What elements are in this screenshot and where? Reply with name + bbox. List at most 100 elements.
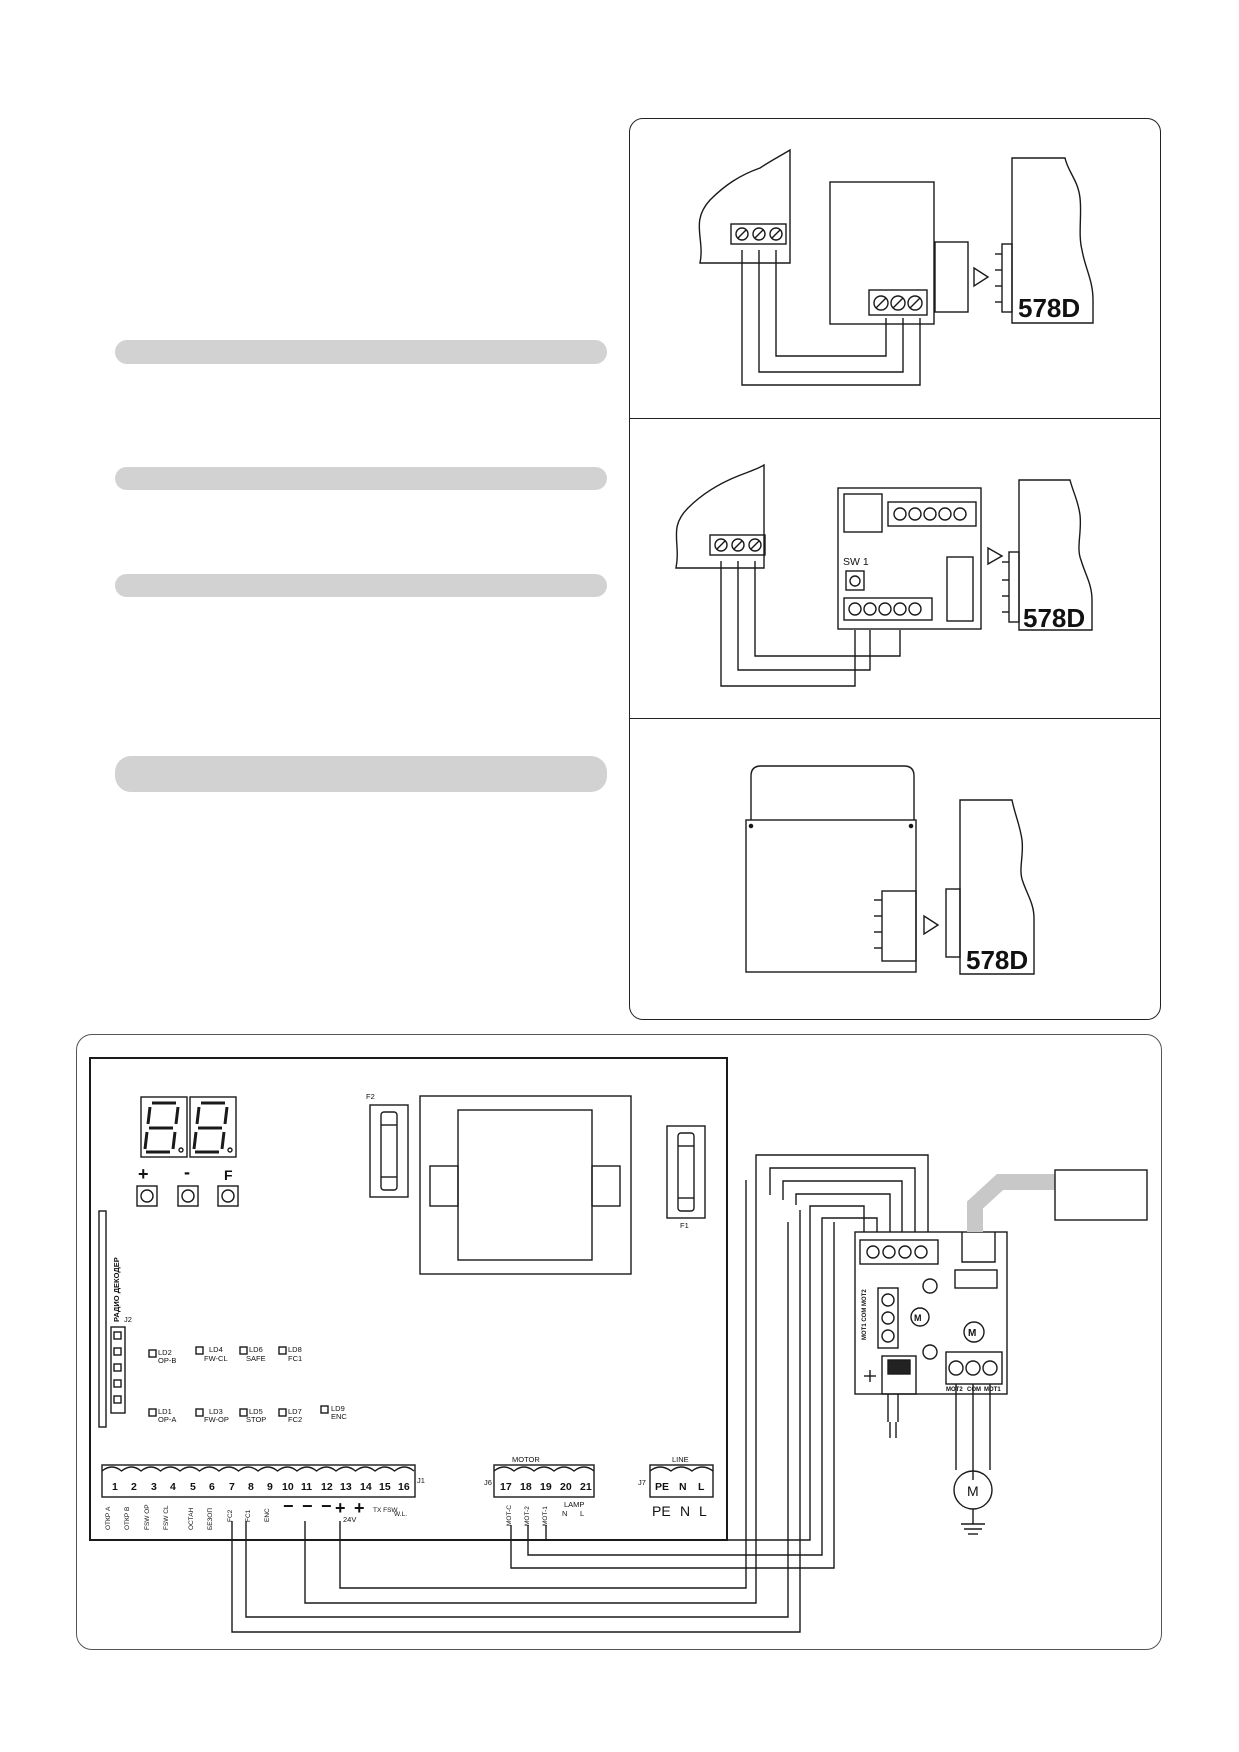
j1-t7: 7 bbox=[229, 1481, 235, 1493]
led-ld1-label: OP-A bbox=[158, 1415, 176, 1424]
panel2-diagram bbox=[675, 463, 1093, 687]
j6-t21: 21 bbox=[580, 1481, 592, 1493]
j6-fn-mot1: MOT-1 bbox=[542, 1506, 549, 1526]
j6-t19: 19 bbox=[540, 1481, 552, 1493]
j6-t17: 17 bbox=[500, 1481, 512, 1493]
j7-label: J7 bbox=[638, 1478, 646, 1487]
led-ld7-id: LD7 bbox=[288, 1407, 302, 1416]
j7-t-n: N bbox=[679, 1481, 687, 1493]
j6-function-labels: MOT-C MOT-2 MOT-1 bbox=[506, 1505, 549, 1526]
display-button-plus: + bbox=[138, 1164, 149, 1184]
control-board bbox=[89, 1057, 728, 1541]
j1-t6: 6 bbox=[209, 1481, 215, 1493]
text-bar-2 bbox=[115, 467, 607, 490]
radio-decoder-label: РАДИО ДЕКОДЕР bbox=[112, 1257, 121, 1322]
led-ld2-label: OP-B bbox=[158, 1356, 176, 1365]
j1-fn-15: TX FSW bbox=[373, 1507, 398, 1514]
j6-lamp-n: N bbox=[562, 1509, 567, 1518]
j1-fn-12: − bbox=[321, 1496, 332, 1516]
motor-module-bottom-labels: MOT2 COM MOT1 bbox=[946, 1387, 1001, 1393]
j1-label: J1 bbox=[417, 1476, 425, 1485]
j7-line-l: L bbox=[699, 1503, 707, 1519]
j6-lamp: LAMP bbox=[564, 1500, 584, 1509]
j1-fn-1: ОТКР A bbox=[105, 1506, 112, 1530]
j6-terminal-numbers: 17 18 19 20 21 bbox=[500, 1481, 592, 1493]
j1-t11: 11 bbox=[301, 1481, 312, 1493]
wiring-lines bbox=[231, 1154, 929, 1633]
led-ld5-label: STOP bbox=[246, 1415, 266, 1424]
j1-t14: 14 bbox=[360, 1481, 372, 1493]
panel3-model-label: 578D bbox=[966, 945, 1028, 975]
j7-title: LINE bbox=[672, 1455, 689, 1464]
led-ld9-id: LD9 bbox=[331, 1404, 345, 1413]
j1-fn-2: ОТКР B bbox=[124, 1507, 131, 1530]
j6-fn-mot2: MOT-2 bbox=[524, 1506, 531, 1526]
led-ld2-id: LD2 bbox=[158, 1348, 172, 1357]
led-ld8-label: FC1 bbox=[288, 1354, 302, 1363]
j1-fn-7: FC2 bbox=[227, 1509, 234, 1522]
j1-fn-9: ENC bbox=[264, 1508, 271, 1522]
j1-fn-13: + bbox=[335, 1498, 346, 1518]
motor-bottom-mot1: MOT1 bbox=[984, 1387, 1001, 1393]
sw1-label: SW 1 bbox=[843, 556, 869, 568]
j6-t20: 20 bbox=[560, 1481, 572, 1493]
text-bar-1 bbox=[115, 340, 607, 364]
j6-fn-motc: MOT-C bbox=[506, 1505, 513, 1526]
j1-fn-14: + bbox=[354, 1498, 365, 1518]
j1-fn-10: − bbox=[283, 1496, 294, 1516]
j1-voltage: 24V bbox=[343, 1515, 356, 1524]
j7-line-pe: PE bbox=[652, 1503, 671, 1519]
led-ld3-label: FW-OP bbox=[204, 1415, 229, 1424]
text-bar-4 bbox=[115, 756, 607, 792]
led-ld7-label: FC2 bbox=[288, 1415, 302, 1424]
text-bar-3 bbox=[115, 574, 607, 597]
fuse-f2-label: F2 bbox=[366, 1092, 375, 1101]
j1-power-signs: − − − + + bbox=[283, 1496, 365, 1518]
panel2-model-label: 578D bbox=[1023, 603, 1085, 633]
diagram-panel bbox=[629, 118, 1161, 1020]
fuse-f1-label: F1 bbox=[680, 1221, 689, 1230]
display-button-f: F bbox=[224, 1167, 233, 1183]
j1-t10: 10 bbox=[282, 1481, 294, 1493]
led-ld6-label: SAFE bbox=[246, 1354, 266, 1363]
led-ld5-id: LD5 bbox=[249, 1407, 263, 1416]
motor-bottom-mot2: MOT2 bbox=[946, 1387, 963, 1393]
j1-t12: 12 bbox=[321, 1481, 333, 1493]
j1-t3: 3 bbox=[151, 1481, 157, 1493]
j6-title: MOTOR bbox=[512, 1455, 540, 1464]
motor-module bbox=[854, 1169, 1148, 1535]
led-ld1-id: LD1 bbox=[158, 1407, 172, 1416]
led-ld6-id: LD6 bbox=[249, 1345, 263, 1354]
wiring-frame bbox=[76, 1034, 1162, 1650]
j1-t2: 2 bbox=[131, 1481, 137, 1493]
j1-fn-11: − bbox=[302, 1496, 313, 1516]
j1-t9: 9 bbox=[267, 1481, 273, 1493]
panel1-diagram bbox=[698, 148, 1094, 386]
motor-bottom-com: COM bbox=[967, 1387, 981, 1393]
j1-fn-5: ОСТАН bbox=[188, 1507, 195, 1530]
panel-divider-2 bbox=[629, 718, 1161, 719]
j6-lamp-l: L bbox=[580, 1509, 584, 1518]
j1-t1: 1 bbox=[112, 1481, 118, 1493]
j7-line-n: N bbox=[680, 1503, 690, 1519]
j1-fn-16: W.L. bbox=[394, 1511, 407, 1518]
j1-terminal-numbers: 1 2 3 4 5 6 7 8 9 10 11 12 13 14 15 16 bbox=[112, 1481, 410, 1493]
led-ld3-id: LD3 bbox=[209, 1407, 223, 1416]
j1-t5: 5 bbox=[190, 1481, 196, 1493]
led-ld4-id: LD4 bbox=[209, 1345, 223, 1354]
led-ld9-label: ENC bbox=[331, 1412, 347, 1421]
led-ld4-label: FW-CL bbox=[204, 1354, 228, 1363]
display-button-minus: - bbox=[184, 1162, 190, 1182]
j7-terminal-numbers: PE N L bbox=[655, 1481, 705, 1493]
j6-label: J6 bbox=[484, 1478, 492, 1487]
j1-fn-3: FSW OP bbox=[144, 1504, 151, 1530]
j1-fn-8: FC1 bbox=[245, 1509, 252, 1522]
motor-symbol: M bbox=[967, 1483, 979, 1499]
j1-t4: 4 bbox=[170, 1481, 176, 1493]
motor-icon-round: M bbox=[968, 1328, 976, 1339]
led-ld8-id: LD8 bbox=[288, 1345, 302, 1354]
j7-line-labels: PE N L bbox=[652, 1503, 707, 1519]
j1-t16: 16 bbox=[398, 1481, 410, 1493]
led-labels: LD2 OP-B LD4 FW-CL LD6 SAFE LD8 FC1 LD1 … bbox=[158, 1345, 347, 1424]
